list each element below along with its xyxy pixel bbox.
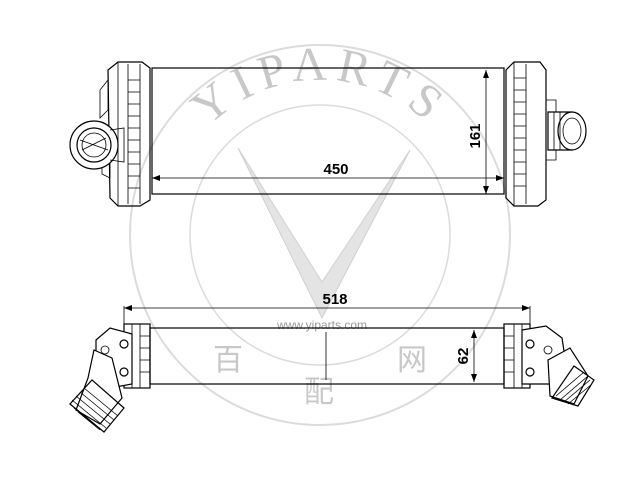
top-core [151, 67, 505, 195]
bottom-right-pipe [547, 347, 595, 407]
top-left-inlet-pipe [69, 120, 125, 170]
dimension-bottom-length: 518 [123, 291, 531, 324]
watermark-url: www.yiparts.com [276, 318, 367, 332]
watermark-char-3: 网 [397, 344, 427, 377]
watermark-v-logo [237, 147, 411, 320]
top-left-tank [99, 61, 151, 207]
bottom-left-pipe [69, 349, 125, 433]
dimension-top-length: 450 [152, 161, 504, 181]
dimension-bottom-length-label: 518 [322, 291, 347, 308]
watermark-brand: YIPARTS [182, 37, 459, 135]
dimension-top-height: 161 [467, 70, 489, 194]
dimension-top-length-label: 450 [323, 161, 348, 178]
watermark-outer-circle [129, 44, 511, 426]
dimension-bottom-thickness: 62 [455, 330, 477, 382]
dimension-bottom-thickness-label: 62 [455, 348, 472, 365]
watermark-inner-circle [189, 104, 451, 366]
watermark-char-2: 配 [304, 376, 334, 409]
top-right-tank-ribs [514, 77, 526, 187]
top-right-tank [505, 61, 557, 207]
top-left-tank-ribs [128, 79, 140, 189]
bottom-view: 518 62 [69, 291, 595, 433]
top-right-outlet-pipe [547, 111, 587, 151]
top-view: 450 161 [69, 61, 587, 207]
dimension-top-height-label: 161 [467, 123, 484, 148]
watermark: YIPARTS www.yiparts.com 百 配 网 [129, 37, 511, 426]
watermark-char-1: 百 [213, 344, 243, 377]
